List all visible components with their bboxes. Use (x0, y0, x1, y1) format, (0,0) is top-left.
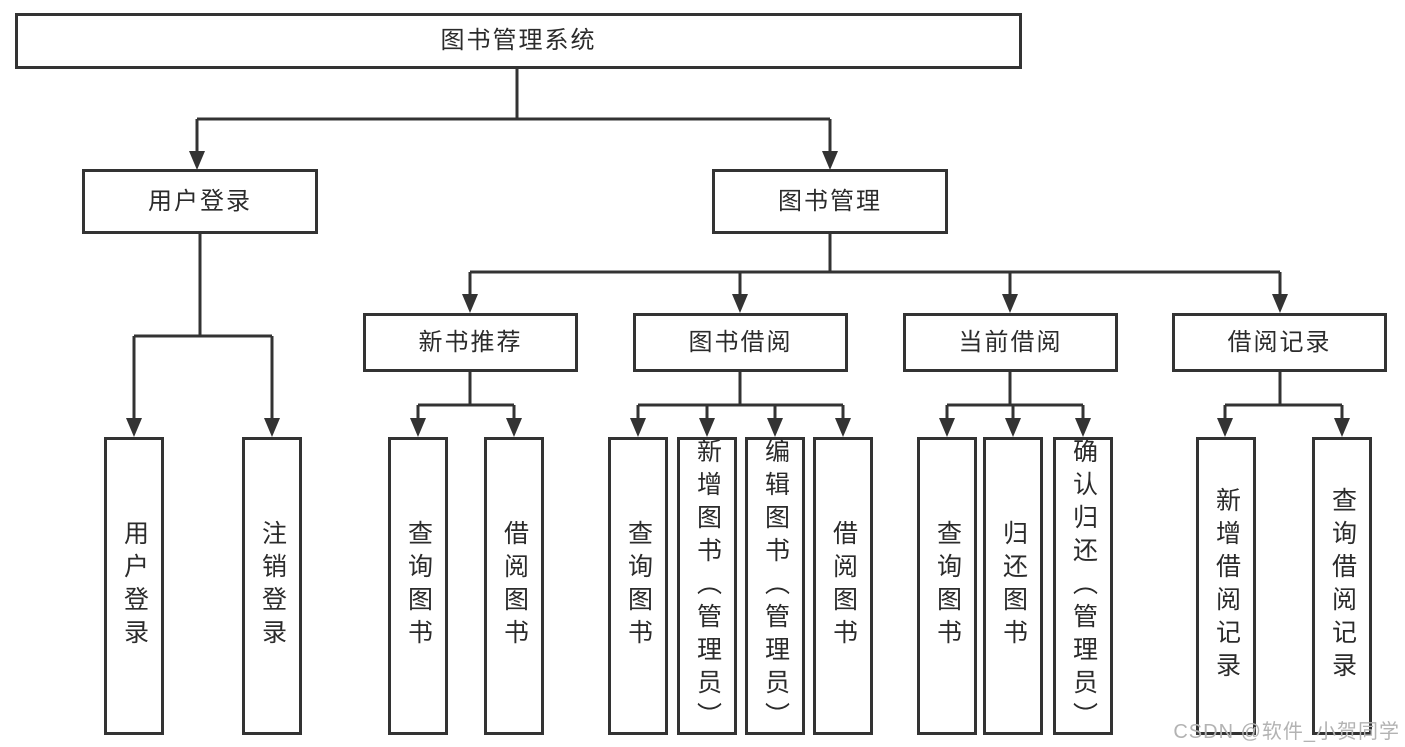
node-label: 借阅图书 (829, 520, 858, 652)
leaf-query-books-borrow: 查询图书 (608, 437, 668, 735)
leaf-return-books: 归还图书 (983, 437, 1043, 735)
node-label: 用户登录 (148, 187, 252, 215)
leaf-add-book-admin: 新增图书（管理员） (677, 437, 737, 735)
node-book-management: 图书管理 (712, 169, 948, 234)
node-label: 图书借阅 (688, 328, 793, 356)
leaf-user-login: 用户登录 (104, 437, 164, 735)
leaf-logout: 注销登录 (242, 437, 302, 735)
node-label: 查询图书 (933, 520, 962, 652)
node-label: 注销登录 (258, 520, 287, 652)
leaf-query-borrow-record: 查询借阅记录 (1312, 437, 1372, 735)
node-label: 图书管理 (778, 187, 882, 215)
node-label: 图书管理系统 (440, 27, 597, 54)
leaf-query-books-current: 查询图书 (917, 437, 977, 735)
connector-root-to-level2 (189, 68, 838, 170)
node-new-book-recommend: 新书推荐 (363, 313, 578, 372)
node-label: 查询图书 (404, 520, 433, 652)
node-label: 新书推荐 (418, 328, 523, 356)
connector-book-borrow-to-leaves (630, 372, 851, 437)
node-label: 确认归还（管理员） (1069, 437, 1098, 735)
leaf-confirm-return-admin: 确认归还（管理员） (1053, 437, 1113, 735)
leaf-borrow-books-recommend: 借阅图书 (484, 437, 544, 735)
node-label: 查询借阅记录 (1328, 487, 1357, 685)
node-borrow-records: 借阅记录 (1172, 313, 1387, 372)
node-label: 编辑图书（管理员） (761, 437, 790, 735)
node-label: 用户登录 (120, 520, 149, 652)
leaf-edit-book-admin: 编辑图书（管理员） (745, 437, 805, 735)
node-user-login: 用户登录 (82, 169, 318, 234)
node-book-borrow: 图书借阅 (633, 313, 848, 372)
leaf-add-borrow-record: 新增借阅记录 (1196, 437, 1256, 735)
node-label: 归还图书 (999, 520, 1028, 652)
connector-new-book-recommend-to-leaves (410, 372, 522, 437)
leaf-query-books-recommend: 查询图书 (388, 437, 448, 735)
leaf-borrow-books-borrow: 借阅图书 (813, 437, 873, 735)
connector-book-management-to-level3 (462, 234, 1288, 313)
connector-current-borrow-to-leaves (939, 372, 1091, 437)
watermark: CSDN @软件_小贺同学 (1173, 721, 1400, 743)
connector-borrow-records-to-leaves (1217, 372, 1350, 437)
node-label: 借阅图书 (500, 520, 529, 652)
node-label: 新增借阅记录 (1212, 487, 1241, 685)
node-root: 图书管理系统 (15, 13, 1022, 69)
node-label: 借阅记录 (1227, 328, 1332, 356)
connector-user-login-to-leaves (126, 234, 280, 437)
node-label: 当前借阅 (958, 328, 1063, 356)
node-label: 新增图书（管理员） (693, 437, 722, 735)
node-label: 查询图书 (624, 520, 653, 652)
node-current-borrow: 当前借阅 (903, 313, 1118, 372)
